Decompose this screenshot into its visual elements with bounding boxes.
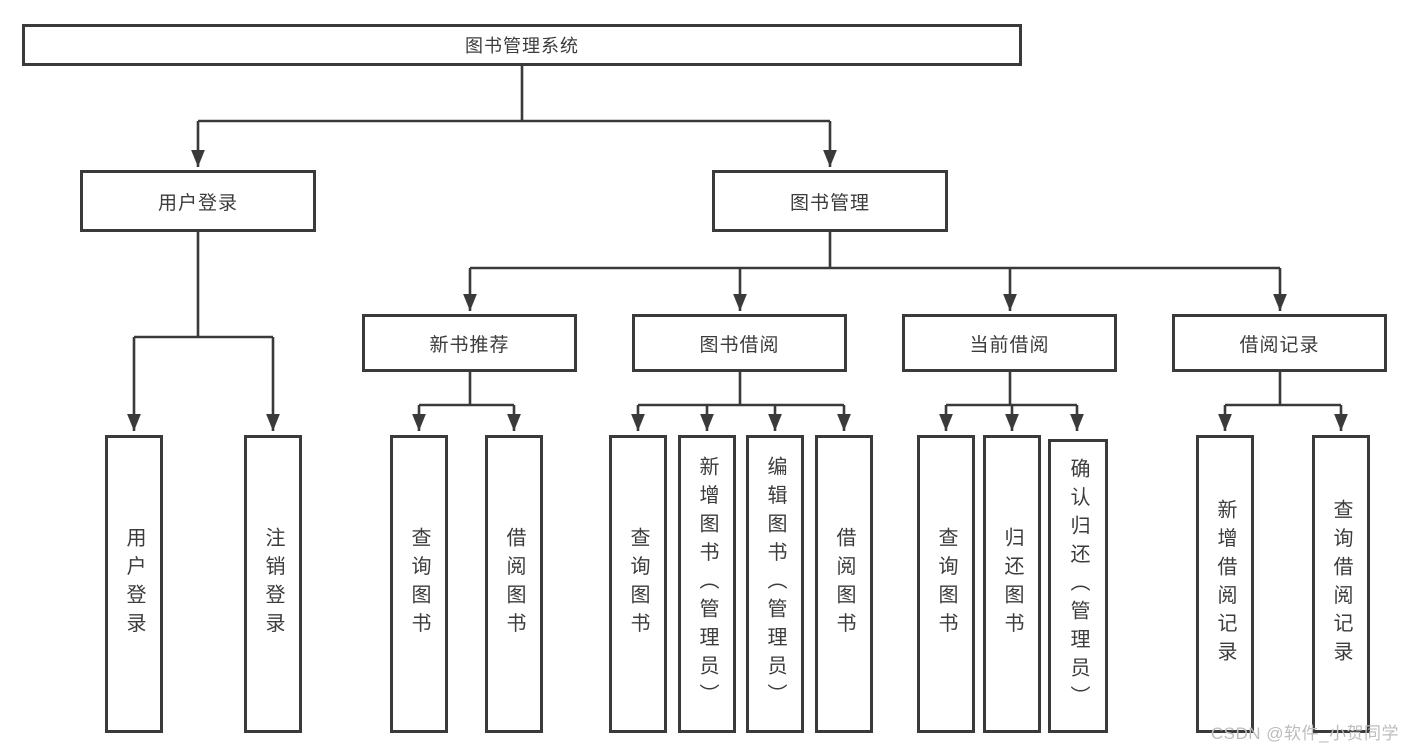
node-label: 编辑图书（管理员） [764,456,786,712]
node-label: 借阅图书 [503,527,525,641]
leaf-add-borrow-record: 新增借阅记录 [1196,435,1254,733]
node-book-borrow: 图书借阅 [632,314,847,372]
leaf-return-book: 归还图书 [983,435,1041,733]
node-label: 注销登录 [262,527,284,641]
node-borrow-record: 借阅记录 [1172,314,1387,372]
node-label: 归还图书 [1001,527,1023,641]
leaf-query-borrow-record: 查询借阅记录 [1312,435,1370,733]
node-current-borrow: 当前借阅 [902,314,1117,372]
node-label: 确认归还（管理员） [1067,458,1089,714]
node-label: 查询图书 [935,527,957,641]
node-label: 查询图书 [627,527,649,641]
node-label: 用户登录 [123,527,145,641]
leaf-borrow-book-1: 借阅图书 [485,435,543,733]
leaf-query-book-1: 查询图书 [390,435,448,733]
node-label: 借阅图书 [833,527,855,641]
node-label: 用户登录 [157,192,238,214]
node-label: 图书管理 [789,192,870,214]
csdn-watermark: CSDN @软件_小贺同学 [1210,724,1399,743]
node-label: 图书管理系统 [465,36,579,56]
leaf-user-login: 用户登录 [105,435,163,733]
node-book-management: 图书管理 [712,170,948,232]
node-label: 查询借阅记录 [1330,498,1352,670]
node-label: 当前借阅 [969,334,1050,356]
leaf-logout: 注销登录 [244,435,302,733]
node-new-book-recommend: 新书推荐 [362,314,577,372]
node-label: 新书推荐 [429,334,510,356]
leaf-borrow-book-2: 借阅图书 [815,435,873,733]
leaf-query-book-3: 查询图书 [917,435,975,733]
node-label: 图书借阅 [699,334,780,356]
leaf-edit-book-admin: 编辑图书（管理员） [746,435,804,733]
node-label: 借阅记录 [1239,334,1320,356]
node-user-login: 用户登录 [80,170,316,232]
leaf-query-book-2: 查询图书 [609,435,667,733]
node-root-library-system: 图书管理系统 [22,24,1022,66]
leaf-confirm-return-admin: 确认归还（管理员） [1048,439,1108,733]
node-label: 查询图书 [408,527,430,641]
leaf-add-book-admin: 新增图书（管理员） [678,435,736,733]
node-label: 新增借阅记录 [1214,498,1236,670]
node-label: 新增图书（管理员） [696,456,718,712]
